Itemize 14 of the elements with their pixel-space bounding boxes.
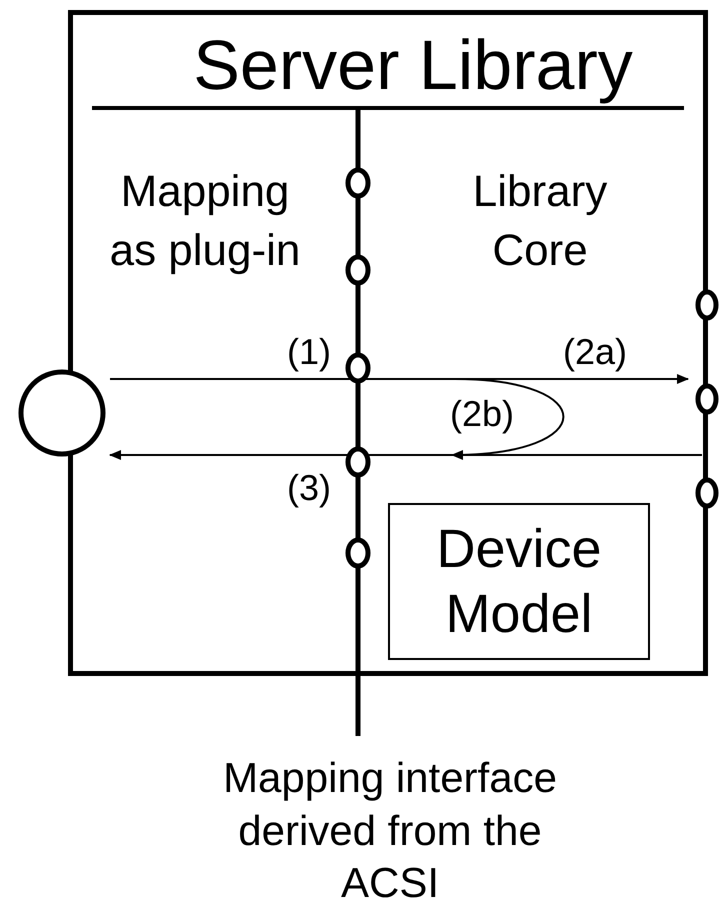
box-title: Server Library [192,25,634,106]
arrow [109,450,702,460]
step-label: (3) [286,466,332,510]
step-label: (2b) [448,392,516,436]
step-label: (2a) [562,330,628,374]
interface-caption: Mapping interface derived from the ACSI [222,753,558,902]
arrow [110,374,689,384]
server-box [68,10,708,676]
component-box [388,503,650,660]
section-label: Mapping as plug-in [108,166,302,278]
circle-node [18,369,106,457]
box-label: Device Model [435,518,603,646]
section-label: Library Core [472,166,608,278]
step-label: (1) [286,330,332,374]
